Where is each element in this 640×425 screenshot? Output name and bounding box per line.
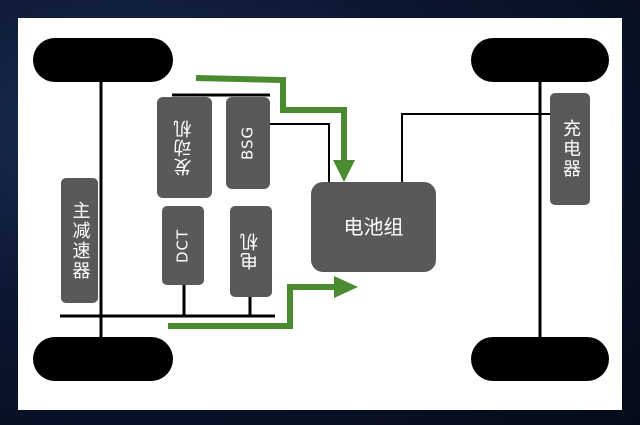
energy-flow-arrow-bottom	[168, 284, 338, 329]
rear-right-wheel	[471, 337, 609, 381]
battery-charger-line	[401, 113, 550, 182]
energy-flow-arrow-top	[195, 75, 347, 165]
motor-box	[230, 206, 272, 297]
battery-label: 电池组	[343, 215, 404, 239]
front-left-wheel	[33, 38, 173, 82]
charger-label: 充电器	[560, 119, 581, 179]
final-drive-box	[61, 178, 98, 303]
dct-label: DCT	[173, 228, 192, 263]
rear-left-wheel	[33, 337, 173, 381]
front-right-wheel	[471, 38, 609, 82]
energy-flow-arrow-bottom-head	[334, 276, 358, 298]
bsg-box	[226, 97, 270, 189]
motor-label: 电机	[240, 232, 261, 271]
charger-box	[550, 93, 590, 205]
engine-label: 发动机	[173, 119, 195, 176]
final-drive-label: 主减速器	[69, 200, 91, 281]
bsg-label: BSG	[238, 125, 257, 161]
energy-flow-arrow-top-head	[333, 160, 355, 182]
battery-box	[311, 182, 436, 272]
engine-box	[157, 97, 212, 198]
bsg-battery-line	[270, 123, 330, 182]
dct-box	[162, 206, 204, 285]
